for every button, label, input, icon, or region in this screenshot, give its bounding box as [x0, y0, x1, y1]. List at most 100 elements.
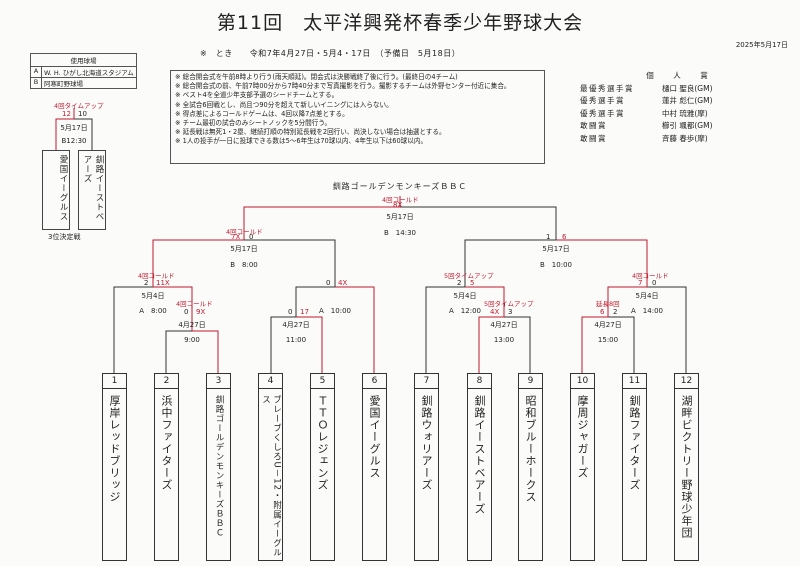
score-right: 11X [156, 279, 170, 287]
team-number: 9 [519, 374, 542, 389]
match-time: 11:00 [285, 336, 307, 344]
third-place-teams: 愛国イーグルス 釧路イーストベアーズ [40, 150, 114, 230]
team-name: 昭和ブルーホークス [524, 395, 537, 503]
team-number: 3 [207, 374, 230, 389]
score-left: 12 [62, 110, 71, 118]
team-number: 2 [155, 374, 178, 389]
third-place-team: 愛国イーグルス [42, 150, 70, 230]
rule-line: ※ 得点差によるコールドゲームは、4回以降7点差とする。 [175, 109, 349, 118]
round-note: 4回コールド [138, 272, 175, 280]
team-box: 9 昭和ブルーホークス [518, 373, 543, 561]
score-left: 0 [288, 308, 293, 316]
awards-heading: 個 人 賞 [646, 71, 714, 80]
match-venue-time: B 8:00 [230, 261, 258, 269]
round-note: 4回コールド [632, 272, 669, 280]
award-category: 優秀選手賞 [580, 96, 625, 106]
bracket-line [243, 206, 400, 240]
issued-date: 2025年5月17日 [735, 41, 788, 49]
round-note: 5回タイムアップ [484, 300, 534, 308]
score-left: 8X [393, 201, 403, 209]
venue-name: W. H. ひがし北海道スタジアム [44, 69, 134, 77]
team-number: 7 [415, 374, 438, 389]
rules-box: ※ 総合開会式を午前8時より行う(雨天順延)。閉会式は決勝戦終了後に行う。(最終… [170, 70, 545, 164]
match-venue-time: B 10:00 [540, 261, 572, 269]
score-left: 6 [600, 308, 605, 316]
match-venue-time: B12:30 [61, 137, 87, 145]
team-name: 厚岸レッドブリッジ [108, 395, 121, 503]
round-note: 4回タイムアップ [54, 102, 104, 110]
score-left: 2 [457, 279, 462, 287]
award-row: 最優秀選手賞樋口 聖良(GM) [580, 83, 780, 96]
round-note: 4回コールド [382, 196, 419, 204]
bracket-line [296, 316, 323, 373]
team-name: 釧路ゴールデンモンキーズＢＢＣ [214, 395, 224, 538]
score-right: 9X [196, 308, 206, 316]
venue-heading: 使用球場 [31, 54, 136, 67]
team-number: 10 [571, 374, 594, 389]
match-time: 9:00 [184, 336, 200, 344]
match-time: 15:00 [597, 336, 619, 344]
team-number: 6 [363, 374, 386, 389]
page-title: 第11回 太平洋興発杯春季少年野球大会 [216, 12, 584, 34]
award-winner: 樋口 聖良(GM) [662, 83, 713, 93]
team-number: 5 [311, 374, 334, 389]
score-right: 3 [508, 308, 513, 316]
score-right: 0 [249, 233, 254, 241]
third-place-label: 3位決定戦 [48, 233, 81, 241]
match-venue-time: A 8:00 [139, 307, 167, 315]
team-number: 11 [623, 374, 646, 389]
award-category: 敢闘賞 [580, 121, 607, 131]
score-left: 1 [546, 233, 551, 241]
score-left: 7 [638, 279, 643, 287]
bracket-line [581, 316, 608, 373]
score-right: 10 [78, 110, 87, 118]
dates-line: ※ とき 令和7年4月27日・5月4・17日 （予備日 5月18日） [200, 49, 461, 58]
match-date: 5月17日 [386, 213, 414, 221]
bracket-line [465, 286, 505, 317]
score-left: 4X [490, 308, 500, 316]
match-time: 13:00 [493, 336, 515, 344]
team-number: 8 [468, 374, 491, 389]
rule-line: ※ ベスト4を全道少年支部予選のシードチームとする。 [175, 91, 339, 100]
score-left: 0 [326, 279, 331, 287]
bracket-line [295, 286, 375, 373]
bracket-line [335, 286, 375, 373]
score-right: 17 [300, 308, 309, 316]
score-right: 6 [562, 233, 567, 241]
match-venue-time: A 12:00 [449, 307, 481, 315]
award-winner: 櫛引 颯都(GM) [662, 121, 713, 131]
team-name: 釧路ファイターズ [628, 395, 641, 491]
match-date: 4月27日 [282, 321, 310, 329]
match-venue-time: B 14:30 [384, 229, 416, 237]
match-date: 5月4日 [453, 292, 477, 300]
bracket-line [55, 118, 74, 150]
bracket-line [192, 330, 219, 373]
venue-row: B 阿寒町野球場 [31, 78, 136, 88]
rule-line: ※ 延長戦は無死1・2塁、継続打順の特別延長戦を2回行い、尚決しない場合は抽選と… [175, 128, 446, 137]
team-name: 浜中ファイターズ [160, 395, 173, 491]
score-left: 7X [231, 233, 241, 241]
bracket-line [478, 316, 504, 373]
score-right: 5 [470, 279, 475, 287]
awards-list: 個 人 賞 最優秀選手賞樋口 聖良(GM) 優秀選手賞蓮井 彪仁(GM) 優秀選… [580, 70, 780, 146]
match-venue-time: A 14:00 [631, 307, 663, 315]
score-left: 2 [144, 279, 149, 287]
award-row: 敢闘賞 櫛引 颯都(GM) [580, 120, 780, 133]
rule-line: ※ 総合開会式の前、午前7時00分から7時40分まで写真撮影を行う。撮影するチー… [175, 82, 511, 91]
award-winner: 中村 琉雅(摩) [662, 108, 708, 118]
match-date: 4月27日 [594, 321, 622, 329]
rule-line: ※ 全試合6回戦とし、尚且つ90分を超えて新しいイニングには入らない。 [175, 100, 393, 109]
rule-line: ※ 総合開会式を午前8時より行う(雨天順延)。閉会式は決勝戦終了後に行う。(最終… [175, 73, 458, 81]
match-venue-time: A 10:00 [319, 307, 351, 315]
team-name: 釧路イーストベアーズ [473, 395, 486, 515]
score-right: 2 [613, 308, 618, 316]
team-box: 3 釧路ゴールデンモンキーズＢＢＣ [206, 373, 231, 561]
team-name: 釧路ウォリアーズ [420, 395, 433, 491]
bracket-line [152, 239, 244, 287]
